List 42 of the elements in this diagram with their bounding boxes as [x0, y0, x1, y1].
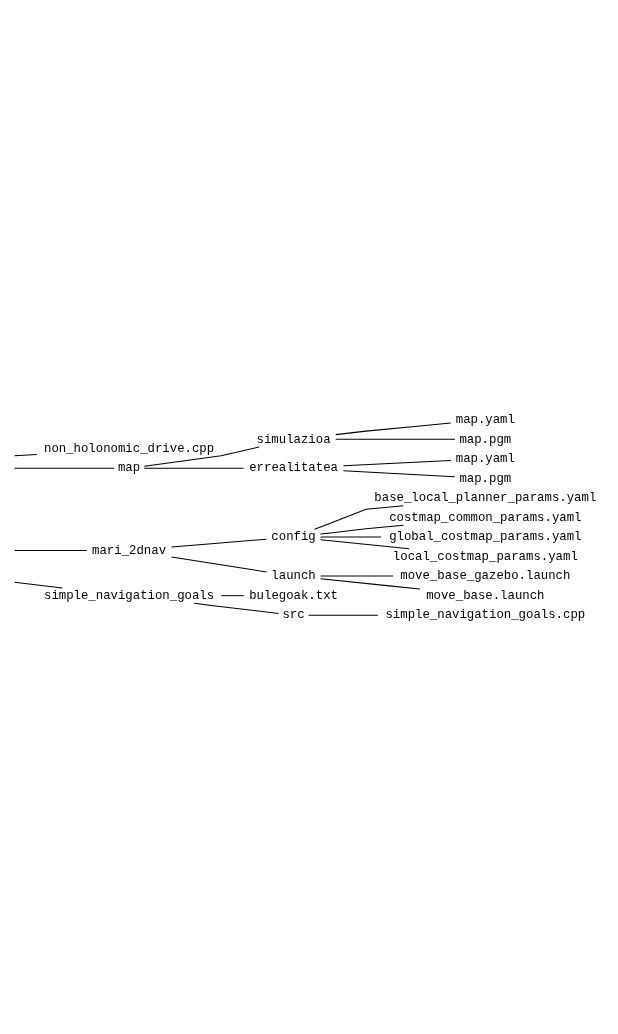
connector	[319, 524, 404, 535]
connector	[143, 467, 245, 469]
connector	[320, 575, 394, 577]
node-text: src	[282, 607, 305, 622]
node-text: map.yaml	[455, 451, 515, 466]
node-text: config	[271, 529, 316, 544]
node-text: simple_navigation_goals.cpp	[385, 607, 586, 622]
connector	[220, 594, 245, 596]
node-text: map.pgm	[459, 471, 512, 486]
node-text: map.yaml	[455, 412, 515, 427]
node-text: costmap_common_params.yaml	[389, 510, 582, 525]
connector	[314, 504, 404, 530]
connector	[342, 459, 452, 466]
node-text: simulazioa	[256, 432, 331, 447]
node-text: local_costmap_params.yaml	[392, 549, 578, 564]
connector	[320, 538, 410, 549]
node-text: errealitatea	[249, 460, 338, 475]
node-text: map.pgm	[459, 432, 512, 447]
connector	[14, 581, 63, 588]
node-text: bulegoak.txt	[249, 588, 338, 603]
connector	[335, 422, 452, 435]
node-text: launch	[271, 568, 316, 583]
node-text: non_holonomic_drive.cpp	[43, 441, 215, 456]
connector	[14, 549, 88, 551]
node-text: simple_navigation_goals	[43, 588, 215, 603]
connector	[171, 538, 267, 547]
connector	[193, 602, 280, 614]
node-text: base_local_planner_params.yaml	[374, 490, 597, 505]
node-text: mari_2dnav	[92, 543, 167, 558]
connector	[335, 438, 456, 440]
connector	[14, 453, 38, 456]
connector	[342, 469, 456, 477]
connector	[320, 577, 421, 590]
connector	[171, 555, 267, 572]
node-text: move_base.launch	[426, 588, 545, 603]
connector	[320, 536, 382, 538]
node-text: map	[117, 460, 141, 475]
connector	[308, 614, 379, 616]
node-text: global_costmap_params.yaml	[389, 529, 582, 544]
node-text: move_base_gazebo.launch	[400, 568, 571, 583]
connector	[14, 467, 115, 469]
connector	[143, 446, 260, 467]
